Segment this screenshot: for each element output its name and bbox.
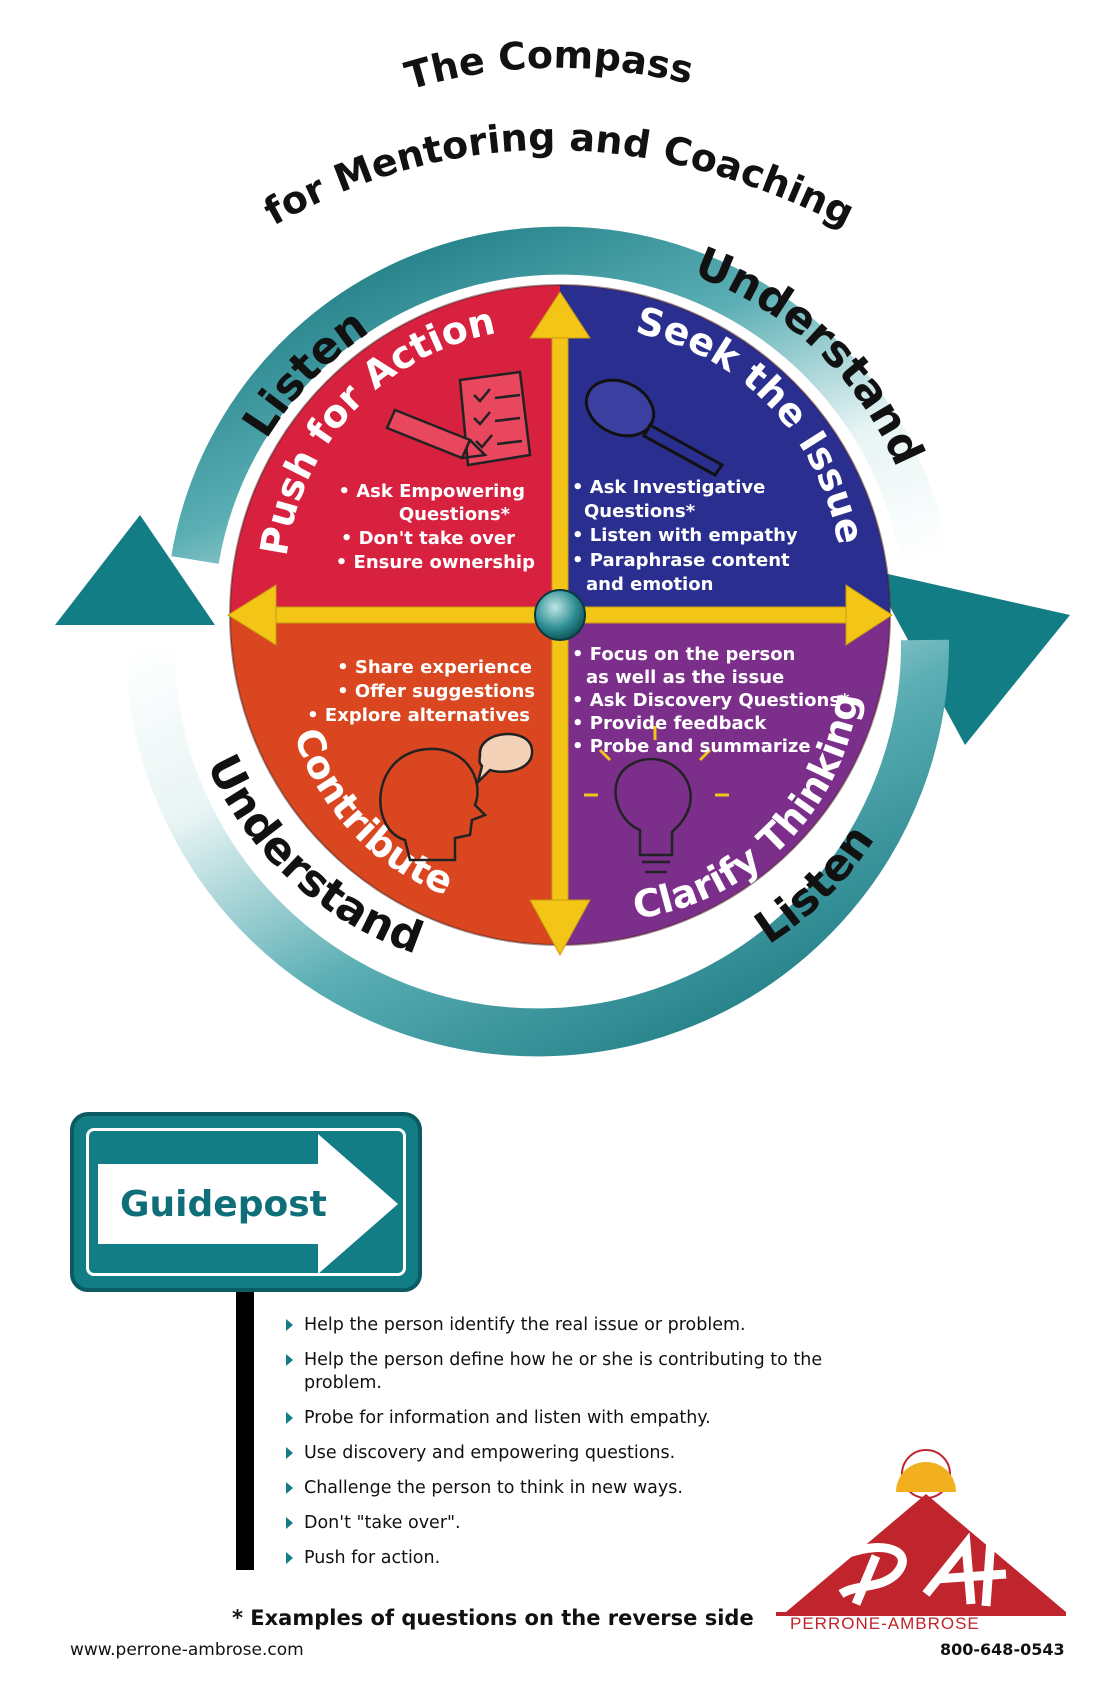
head-lightbulb-icon (584, 726, 729, 874)
clarify-thinking-bullets: • Focus on the person as well as the iss… (572, 644, 850, 757)
list-item: Probe for information and listen with em… (286, 1407, 846, 1430)
bullet-arrow-icon (286, 1552, 293, 1564)
website-url[interactable]: www.perrone-ambrose.com (70, 1640, 304, 1660)
bullet-line: • Probe and summarize (572, 736, 811, 757)
guidepost-arrow-icon (98, 1134, 398, 1274)
bullet-arrow-icon (286, 1482, 293, 1494)
bullet-arrow-icon (286, 1517, 293, 1529)
guidepost-sign-frame (86, 1128, 406, 1276)
quadrant-contribute (230, 615, 560, 945)
head-speech-bubble-icon (379, 732, 534, 862)
guidepost-tips-list: Help the person identify the real issue … (286, 1314, 846, 1582)
compass-diagram: The Compass for Mentoring and Coaching L… (55, 33, 1070, 1057)
tip-text: Challenge the person to think in new way… (304, 1478, 683, 1498)
pencil-checklist-icon (385, 370, 532, 467)
list-item: Don't "take over". (286, 1512, 846, 1535)
bullet-arrow-icon (286, 1354, 293, 1366)
push-for-action-bullets: • Ask Empowering Questions* • Don't take… (336, 481, 535, 573)
compass-center-knob (534, 589, 586, 641)
footnote: * Examples of questions on the reverse s… (232, 1606, 754, 1630)
bullet-line: • Provide feedback (572, 713, 767, 734)
bullet-line: as well as the issue (586, 667, 784, 688)
bullet-line: and emotion (586, 574, 713, 595)
quadrant-push-for-action (230, 285, 560, 615)
bullet-arrow-icon (286, 1412, 293, 1424)
bullet-line: • Share experience (337, 657, 532, 678)
bullet-arrow-icon (286, 1319, 293, 1331)
list-item: Push for action. (286, 1547, 846, 1570)
bullet-line: • Ask Discovery Questions* (572, 690, 850, 711)
bullet-arrow-icon (286, 1447, 293, 1459)
ring-arrowhead-left-icon (55, 515, 215, 625)
bullet-line: • Ask Empowering (338, 481, 525, 502)
bullet-line: Questions* (584, 501, 696, 522)
quadrant-seek-the-issue (560, 285, 890, 615)
magnifier-icon (584, 378, 725, 477)
list-item: Help the person identify the real issue … (286, 1314, 846, 1337)
tip-text: Don't "take over". (304, 1513, 461, 1533)
tip-text: Help the person identify the real issue … (304, 1315, 746, 1335)
bullet-line: • Don't take over (341, 528, 515, 549)
company-name: PERRONE-AMBROSE (790, 1614, 980, 1633)
bullet-line: • Focus on the person (572, 644, 795, 665)
list-item: Use discovery and empowering questions. (286, 1442, 846, 1465)
phone-number: 800-648-0543 (940, 1640, 1065, 1659)
ring-arrowhead-right-icon (870, 570, 1070, 745)
bullet-line: • Offer suggestions (337, 681, 535, 702)
tip-text: Probe for information and listen with em… (304, 1408, 711, 1428)
bullet-line: • Ensure ownership (336, 552, 535, 573)
tip-text: Use discovery and empowering questions. (304, 1443, 676, 1463)
cycle-ring (55, 226, 1070, 1057)
seek-the-issue-bullets: • Ask Investigative Questions* • Listen … (572, 477, 798, 595)
bullet-line: • Ask Investigative (572, 477, 765, 498)
list-item: Challenge the person to think in new way… (286, 1477, 846, 1500)
tip-text: Push for action. (304, 1548, 441, 1568)
title-line-1: The Compass (400, 33, 697, 99)
tip-text: Help the person define how he or she is … (304, 1350, 823, 1393)
bullet-line: • Explore alternatives (307, 705, 530, 726)
contribute-bullets: • Share experience • Offer suggestions •… (307, 657, 535, 726)
bullet-line: • Listen with empathy (572, 525, 798, 546)
bullet-line: Questions* (399, 504, 511, 525)
guidepost-pole (236, 1292, 254, 1570)
list-item: Help the person define how he or she is … (286, 1349, 846, 1395)
bullet-line: • Paraphrase content (572, 550, 790, 571)
guidepost-label: Guidepost (120, 1184, 327, 1225)
guidepost-sign: Guidepost (70, 1112, 422, 1292)
perrone-ambrose-logo-icon (776, 1449, 1066, 1616)
title-line-2: for Mentoring and Coaching (257, 115, 862, 235)
